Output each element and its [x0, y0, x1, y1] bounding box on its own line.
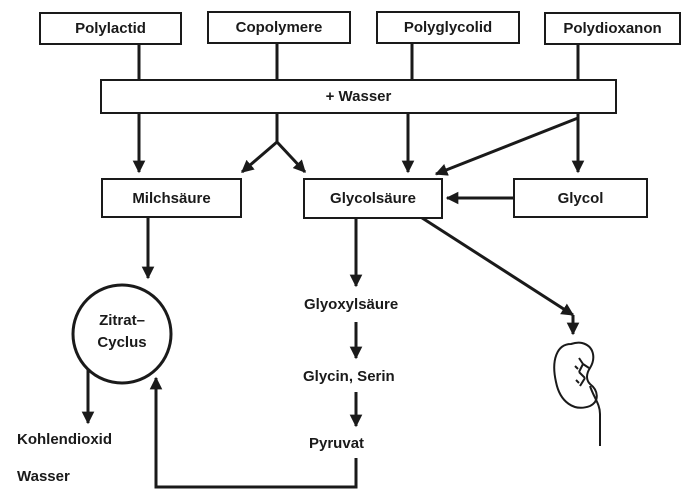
source-polydioxanon-label: Polydioxanon: [563, 20, 661, 37]
pathway-pyruvat: Pyruvat: [309, 435, 364, 452]
product-glycol: Glycol: [513, 178, 648, 218]
product-milchsaeure: Milchsäure: [101, 178, 242, 218]
water-bar: + Wasser: [100, 79, 617, 114]
product-glycol-label: Glycol: [558, 190, 604, 207]
kidney-icon: [554, 343, 600, 446]
zitrat-cycle-label: Zitrat– Cyclus: [73, 310, 171, 354]
source-polylactid-label: Polylactid: [75, 20, 146, 37]
arrow-split-glycolsaeure: [277, 142, 305, 172]
source-polylactid: Polylactid: [39, 12, 182, 45]
pathway-glyoxylsaeure: Glyoxylsäure: [304, 296, 398, 313]
product-glycolsaeure: Glycolsäure: [303, 178, 443, 219]
arrow-split-milchsaeure: [242, 142, 277, 172]
source-polydioxanon: Polydioxanon: [544, 12, 681, 45]
source-copolymere: Copolymere: [207, 11, 351, 44]
source-copolymere-label: Copolymere: [236, 19, 323, 36]
water-bar-label: + Wasser: [326, 88, 392, 105]
arrow-pyruvat-zitrat: [156, 378, 356, 487]
pathway-glycin-serin: Glycin, Serin: [303, 368, 395, 385]
arrow-polydioxanon-glycolsaeure: [436, 118, 578, 174]
source-polyglycolid-label: Polyglycolid: [404, 19, 492, 36]
zitrat-cycle-line1: Zitrat–: [73, 310, 171, 332]
arrow-glycolsaeure-kidney: [416, 214, 573, 315]
product-glycolsaeure-label: Glycolsäure: [330, 190, 416, 207]
output-wasser: Wasser: [17, 468, 70, 485]
zitrat-cycle-line2: Cyclus: [73, 332, 171, 354]
output-kohlendioxid: Kohlendioxid: [17, 431, 112, 448]
product-milchsaeure-label: Milchsäure: [132, 190, 210, 207]
source-polyglycolid: Polyglycolid: [376, 11, 520, 44]
